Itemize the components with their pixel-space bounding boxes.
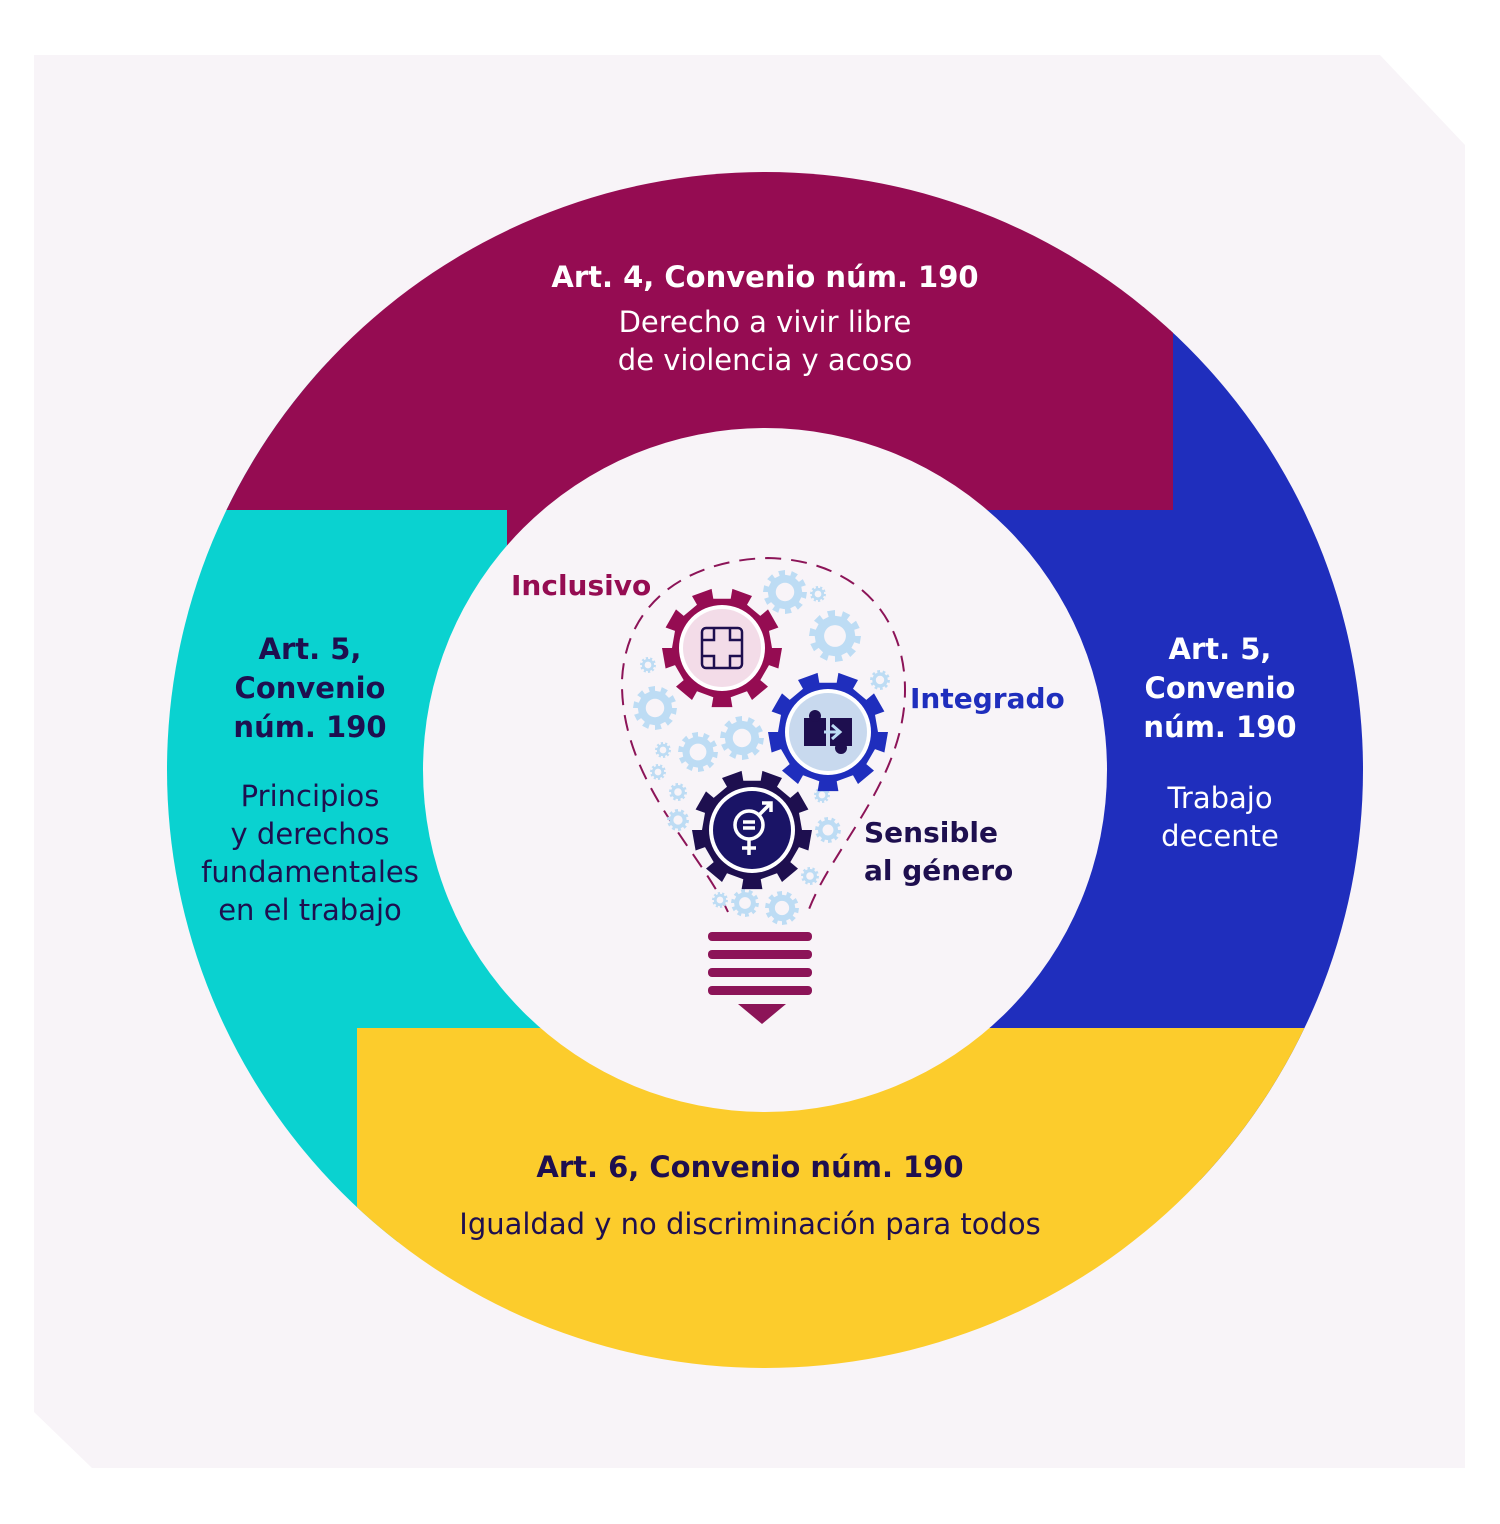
- left-section-title-1: Art. 5,: [258, 632, 362, 666]
- small-gear-hole: [824, 625, 846, 647]
- lightbulb-illustration: [620, 556, 907, 1024]
- small-gear-hole: [673, 815, 683, 825]
- right-section-line-1: Trabajo: [1167, 781, 1273, 815]
- label-integrado: Integrado: [910, 682, 1065, 715]
- small-gear-hole: [732, 728, 752, 748]
- small-gear-hole: [822, 824, 834, 836]
- center-disc: [423, 428, 1107, 1112]
- gear-inner-disc: [683, 609, 761, 687]
- bulb-outline-icon: [620, 556, 907, 913]
- small-gear-hole: [674, 788, 682, 796]
- right-section-title-1: Art. 5,: [1168, 632, 1272, 666]
- small-gear-hole: [689, 743, 707, 761]
- small-gear-hole: [716, 896, 724, 904]
- small-gear-hole: [814, 590, 822, 598]
- small-gear-hole: [739, 897, 751, 909]
- small-gear-hole: [774, 900, 790, 916]
- bulb-base-icon: [708, 932, 812, 1024]
- label-sensible-line-2: al género: [864, 854, 1014, 887]
- small-gear-hole: [775, 582, 795, 602]
- small-gear-hole: [644, 661, 652, 669]
- left-section-line-1: Principios: [240, 779, 380, 813]
- gender-equality-icon: [733, 801, 773, 855]
- small-gears-group: [633, 570, 890, 925]
- label-sensible-line-1: Sensible: [864, 816, 998, 849]
- top-section-title: Art. 4, Convenio núm. 190: [551, 260, 979, 294]
- left-section-line-4: en el trabajo: [218, 893, 402, 927]
- bottom-section-text: Art. 6, Convenio núm. 190 Igualdad y no …: [400, 1148, 1100, 1243]
- left-section-line-2: y derechos: [230, 817, 390, 851]
- left-section-line-3: fundamentales: [201, 855, 419, 889]
- label-sensible: Sensible al género: [864, 814, 1013, 890]
- left-section-title-3: núm. 190: [233, 710, 387, 744]
- right-section-title-3: núm. 190: [1143, 710, 1297, 744]
- top-section-line-2: de violencia y acoso: [617, 343, 913, 377]
- left-section-title-2: Convenio: [234, 671, 386, 705]
- small-gear-hole: [818, 791, 826, 799]
- label-inclusivo: Inclusivo: [511, 569, 652, 602]
- gear-inner-disc: [713, 791, 791, 869]
- puzzle-pieces-icon: [804, 710, 852, 754]
- bottom-section-title: Art. 6, Convenio núm. 190: [536, 1150, 964, 1184]
- bottom-section-line: Igualdad y no discriminación para todos: [459, 1207, 1041, 1241]
- small-gear-hole: [654, 768, 662, 776]
- left-section-text: Art. 5, Convenio núm. 190 Principios y d…: [180, 630, 440, 929]
- right-section-text: Art. 5, Convenio núm. 190 Trabajo decent…: [1100, 630, 1340, 855]
- top-section-text: Art. 4, Convenio núm. 190 Derecho a vivi…: [515, 258, 1015, 379]
- small-gear-hole: [875, 675, 885, 685]
- small-gear-hole: [645, 698, 665, 718]
- top-section-line-1: Derecho a vivir libre: [618, 305, 912, 339]
- right-section-line-2: decente: [1161, 819, 1279, 853]
- hands-together-icon: [700, 626, 744, 670]
- right-section-title-2: Convenio: [1144, 671, 1296, 705]
- small-gear-hole: [806, 872, 814, 880]
- small-gear-hole: [659, 746, 667, 754]
